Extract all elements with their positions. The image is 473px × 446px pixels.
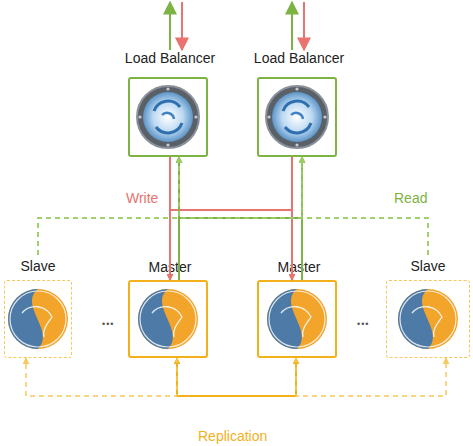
node-title: Master (217, 258, 381, 276)
load-balancer-box: Load Balancer (257, 77, 337, 157)
connector (26, 358, 177, 396)
connector (302, 157, 428, 255)
edge-label: Replication (198, 427, 267, 445)
node-title: Load Balancer (217, 49, 381, 67)
load-balancer-box: Load Balancer (128, 77, 208, 157)
node-title: Load Balancer (88, 49, 252, 67)
dashed-box (386, 280, 470, 358)
node-title: Slave (0, 257, 92, 275)
ellipsis: ••• (357, 318, 369, 330)
node-title: Slave (366, 257, 473, 275)
client-traffic-arrow (170, 2, 304, 50)
node-title: Master (88, 258, 252, 276)
connector (296, 358, 446, 396)
ellipsis: ••• (102, 318, 114, 330)
slave-box: Slave (386, 255, 470, 358)
connector (38, 157, 302, 255)
dashed-box (4, 280, 72, 358)
edge-label: Write (126, 189, 158, 207)
slave-box: Slave (4, 255, 72, 358)
edge-label: Read (394, 189, 427, 207)
master-box: Master (257, 280, 337, 358)
connector (179, 157, 428, 255)
connector (177, 358, 296, 396)
load-balancer-icon (137, 86, 328, 148)
master-box: Master (128, 280, 208, 358)
mysql-icon (8, 289, 458, 349)
connector (38, 157, 179, 255)
